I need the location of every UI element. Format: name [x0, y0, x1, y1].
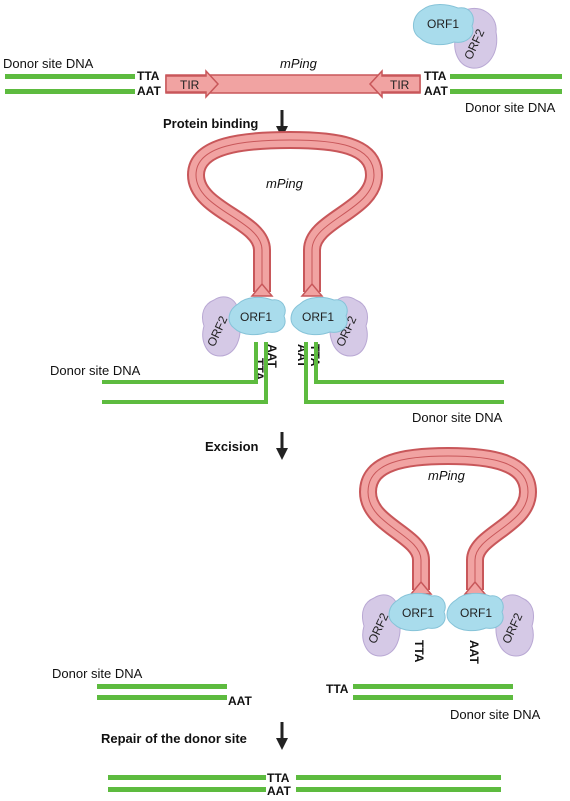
tta-sequence: TTA [326, 682, 349, 696]
orf1-protein: ORF1 [228, 296, 286, 336]
donor-site-dna-label: Donor site DNA [50, 363, 141, 378]
donor-dna-strand [296, 775, 501, 780]
orf1-protein: ORF1 [413, 4, 474, 46]
tta-sequence: TTA [412, 640, 426, 663]
tir-label: TIR [180, 78, 200, 92]
tta-sequence: TTA [137, 69, 160, 83]
mping-loop [189, 133, 381, 292]
orf1-protein: ORF1 [290, 296, 348, 336]
step-repair: Repair of the donor site [101, 731, 247, 746]
donor-fragments: Donor site DNA AAT TTA Donor site DNA [52, 666, 541, 722]
aat-sequence: AAT [267, 784, 291, 798]
orf1-protein: ORF1 [388, 592, 446, 632]
mping-label: mPing [266, 176, 304, 191]
donor-dna-strand [450, 89, 562, 94]
step-arrow [276, 722, 288, 750]
orf1-label: ORF1 [302, 310, 334, 324]
tir-arrowhead [300, 282, 324, 297]
mping-label: mPing [280, 56, 318, 71]
aat-sequence: AAT [228, 694, 252, 708]
donor-dna-strand [102, 380, 258, 384]
orf1-label: ORF1 [240, 310, 272, 324]
orf1-protein: ORF1 [446, 592, 504, 632]
donor-dna-strand [97, 684, 227, 689]
tta-sequence: TTA [267, 771, 290, 785]
donor-dna-strand [450, 74, 562, 79]
panel-protein-binding: mPing ORF2 ORF2 ORF1 ORF1 TTA AAT AAT TT… [50, 131, 504, 425]
aat-sequence: AAT [265, 344, 279, 368]
aat-sequence: AAT [137, 84, 161, 98]
donor-dna-strand [314, 380, 504, 384]
step-protein-binding: Protein binding [163, 116, 258, 131]
repaired-donor-dna: TTA AAT [108, 771, 501, 798]
orf1-label: ORF1 [460, 606, 492, 620]
donor-dna-strand [108, 787, 266, 792]
mping-label: mPing [428, 468, 466, 483]
donor-dna-strand [102, 400, 268, 404]
panel-initial: Donor site DNA TTA AAT mPing TIR TIR TTA… [3, 4, 562, 115]
step-arrow [276, 432, 288, 460]
donor-site-dna-label: Donor site DNA [450, 707, 541, 722]
panel-excision: mPing ORF2 ORF2 ORF1 ORF1 TTA AAT [359, 447, 537, 664]
orf1-label: ORF1 [427, 17, 459, 31]
donor-dna-strand [296, 787, 501, 792]
tir-label: TIR [390, 78, 410, 92]
donor-site-dna-label: Donor site DNA [465, 100, 556, 115]
donor-dna-strand [304, 400, 504, 404]
step-excision: Excision [205, 439, 259, 454]
donor-dna-strand [97, 695, 227, 700]
donor-site-dna-label: Donor site DNA [52, 666, 143, 681]
tir-arrow-right [368, 69, 421, 99]
tta-sequence: TTA [424, 69, 447, 83]
aat-sequence: AAT [467, 640, 481, 664]
tir-arrowhead [250, 282, 274, 297]
donor-dna-strand [5, 74, 135, 79]
aat-sequence: AAT [424, 84, 448, 98]
orf1-label: ORF1 [402, 606, 434, 620]
donor-dna-strand [353, 684, 513, 689]
donor-site-dna-label: Donor site DNA [412, 410, 503, 425]
donor-dna-strand [5, 89, 135, 94]
donor-dna-strand [353, 695, 513, 700]
donor-site-dna-label: Donor site DNA [3, 56, 94, 71]
donor-dna-strand [108, 775, 266, 780]
tir-arrow-left [165, 69, 220, 99]
